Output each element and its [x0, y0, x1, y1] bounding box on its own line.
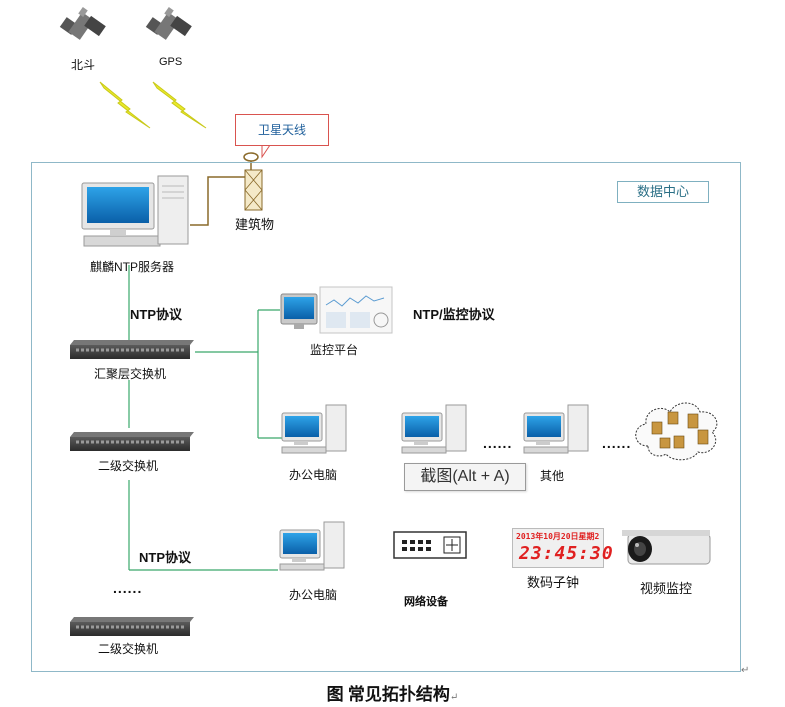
ntp-protocol-label: NTP协议 — [130, 307, 183, 322]
building-label: 建筑物 — [235, 217, 275, 232]
other-pc-icon — [523, 404, 589, 454]
video-surveillance-label: 视频监控 — [640, 581, 693, 596]
aggregation-switch-label: 汇聚层交换机 — [94, 367, 167, 381]
gps-label: GPS — [159, 56, 183, 68]
figure-caption-text: 图 常见拓扑结构 — [326, 685, 450, 704]
beidou-satellite-icon — [59, 7, 106, 40]
callout-pointer — [261, 144, 271, 159]
signal-lightning-icon — [99, 81, 151, 129]
paragraph-mark: ↵ — [449, 692, 459, 703]
network-device-label: 网络设备 — [404, 596, 448, 608]
ntp-monitor-protocol-label: NTP/监控协议 — [413, 307, 495, 322]
secondary-switch-label: 二级交换机 — [98, 459, 159, 473]
office-pc-icon — [401, 404, 467, 454]
network-device-icon — [393, 531, 467, 559]
ntp-server-icon — [81, 175, 189, 247]
office-pc-label: 办公电脑 — [289, 468, 338, 482]
digital-clock-label: 数码子钟 — [527, 575, 580, 590]
beidou-label: 北斗 — [71, 58, 96, 72]
secondary-switch-label: 二级交换机 — [98, 642, 159, 656]
ellipsis: ...... — [113, 580, 143, 596]
secondary-switch-icon — [70, 432, 194, 451]
clock-time: 23:45:30 — [519, 543, 614, 564]
server-cloud-icon — [635, 402, 718, 461]
ellipsis: ...... — [483, 435, 513, 451]
aggregation-switch-icon — [70, 340, 194, 359]
antenna-callout: 卫星天线 — [235, 114, 329, 146]
office-pc-label: 办公电脑 — [289, 588, 338, 602]
screenshot-tooltip: 截图(Alt + A) — [404, 463, 526, 491]
monitor-platform-label: 监控平台 — [310, 343, 359, 357]
office-pc-icon — [279, 521, 345, 571]
ellipsis: ...... — [602, 435, 632, 451]
paragraph-mark: ↵ — [741, 665, 750, 676]
video-camera-icon — [622, 530, 711, 565]
ntp-protocol-label: NTP协议 — [139, 550, 192, 565]
monitor-platform-icon — [280, 286, 393, 334]
datacenter-label: 数据中心 — [617, 181, 709, 203]
datacenter-frame — [31, 162, 741, 672]
building-antenna-icon — [243, 152, 263, 211]
clock-date: 2013年10月20日星期2 — [516, 532, 600, 541]
gps-satellite-icon — [145, 7, 192, 40]
other-label: 其他 — [540, 469, 565, 483]
figure-caption: 图 常见拓扑结构↵ — [0, 680, 785, 705]
signal-lightning-icon — [152, 81, 207, 129]
office-pc-icon — [281, 404, 347, 454]
ntp-server-label: 麒麟NTP服务器 — [90, 260, 175, 274]
secondary-switch-icon — [70, 617, 194, 636]
digital-clock: 2013年10月20日星期2 23:45:30 — [512, 528, 613, 568]
